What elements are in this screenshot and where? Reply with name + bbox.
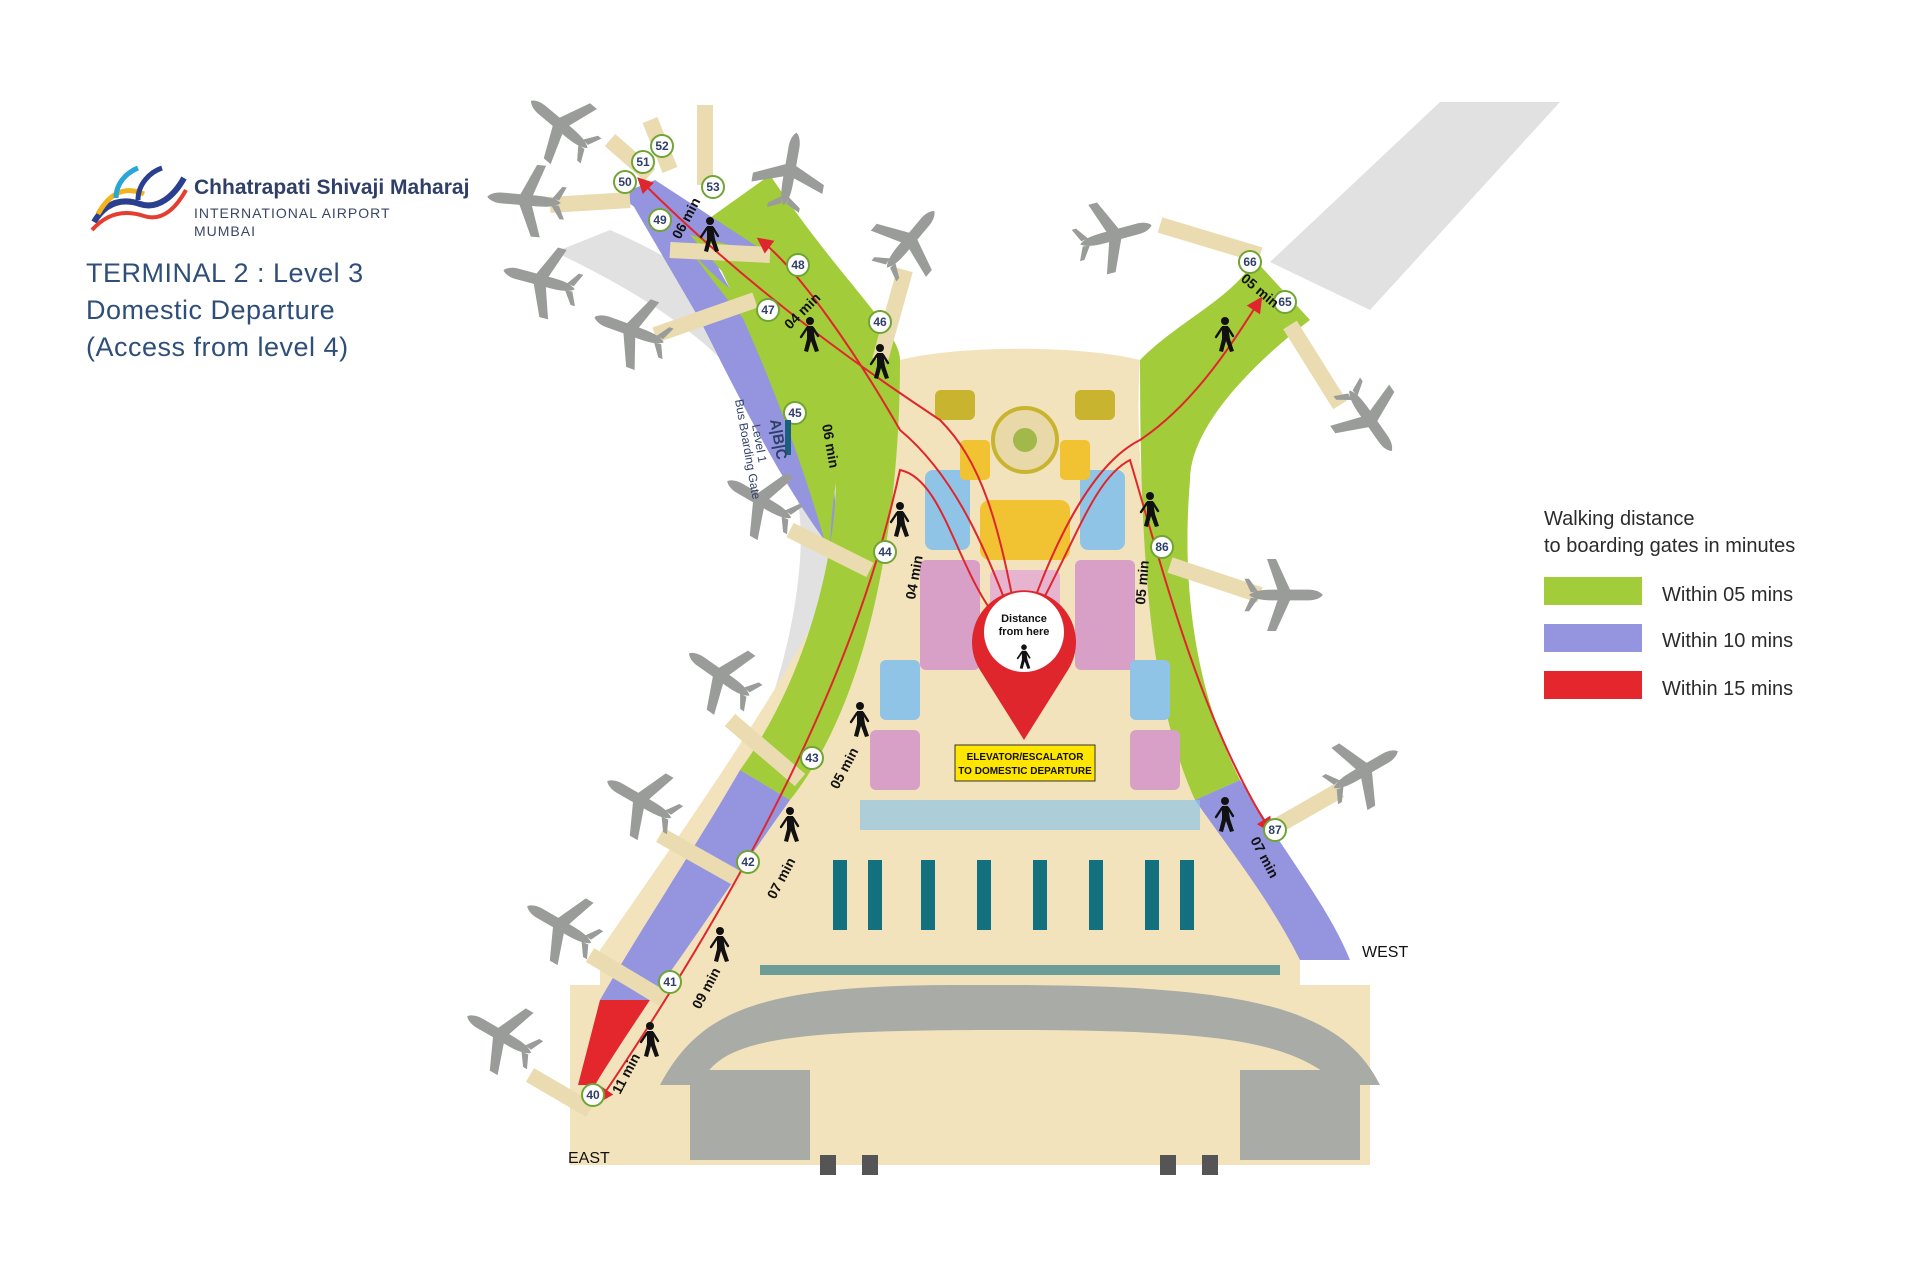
airport-logo-icon <box>90 165 188 232</box>
gate-53-label: 53 <box>706 180 720 194</box>
gate-50-label: 50 <box>618 175 632 189</box>
restroom-icons <box>820 1155 1218 1175</box>
east-arm-green <box>690 250 900 800</box>
gate-86-label: 86 <box>1155 540 1169 554</box>
you-are-here-pin[interactable]: Distance from here <box>972 590 1076 740</box>
gate-42-label: 42 <box>741 855 755 869</box>
gate-40-label: 40 <box>586 1088 600 1102</box>
gate-52[interactable]: 52 <box>650 134 674 158</box>
elevator-line2: TO DOMESTIC DEPARTURE <box>958 766 1092 777</box>
time-label: 05 min <box>1132 560 1152 606</box>
west-lower-purple <box>1195 780 1350 960</box>
gate-46-label: 46 <box>873 315 887 329</box>
pin-text-line1: Distance <box>1001 613 1047 625</box>
gate-41-label: 41 <box>663 975 677 989</box>
legend-title-line1: Walking distance <box>1544 508 1695 530</box>
pin-text-line2: from here <box>999 626 1050 638</box>
gate-45[interactable]: 45 <box>783 401 807 425</box>
gate-41[interactable]: 41 <box>658 970 682 994</box>
gate-66[interactable]: 66 <box>1238 250 1262 274</box>
time-label: 06 min <box>819 423 842 469</box>
forecourt <box>810 1090 1240 1160</box>
gate-66-label: 66 <box>1243 255 1257 269</box>
gate-42[interactable]: 42 <box>736 850 760 874</box>
gate-65-label: 65 <box>1278 295 1292 309</box>
gate-50[interactable]: 50 <box>613 170 637 194</box>
gate-87-label: 87 <box>1268 823 1282 837</box>
gate-86[interactable]: 86 <box>1150 535 1174 559</box>
gate-40[interactable]: 40 <box>581 1083 605 1107</box>
taxiway-strip <box>1270 102 1560 310</box>
brand-line2: INTERNATIONAL AIRPORT <box>194 205 391 221</box>
gate-43[interactable]: 43 <box>800 746 824 770</box>
east-lower-purple <box>600 770 790 1000</box>
legend-label-15: Within 15 mins <box>1662 678 1794 700</box>
bus-gate-level: Level 1 <box>749 423 770 464</box>
time-label: 04 min <box>902 554 925 600</box>
legend-label-10: Within 10 mins <box>1662 630 1794 652</box>
gate-87[interactable]: 87 <box>1263 818 1287 842</box>
gate-47[interactable]: 47 <box>756 298 780 322</box>
gate-52-label: 52 <box>655 139 669 153</box>
gate-48-label: 48 <box>791 258 805 272</box>
brand-name: Chhatrapati Shivaji Maharaj <box>194 176 470 199</box>
legend-swatch-red <box>1544 671 1642 699</box>
checkin-hall <box>760 800 1280 975</box>
legend-title-line2: to boarding gates in minutes <box>1544 535 1796 557</box>
bus-gate-code: A|B|C <box>766 418 790 461</box>
gate-46[interactable]: 46 <box>868 310 892 334</box>
gate-51-label: 51 <box>636 155 650 169</box>
airport-brand: Chhatrapati Shivaji Maharaj INTERNATIONA… <box>86 142 486 242</box>
title-line2: Domestic Departure <box>86 295 336 325</box>
gate-47-label: 47 <box>761 303 775 317</box>
title-line1: TERMINAL 2 : Level 3 <box>86 258 364 288</box>
gate-43-label: 43 <box>805 751 819 765</box>
gate-53[interactable]: 53 <box>701 175 725 199</box>
west-label: WEST <box>1362 944 1408 961</box>
gate-44[interactable]: 44 <box>873 540 897 564</box>
east-label: EAST <box>568 1150 610 1167</box>
gate-48[interactable]: 48 <box>786 253 810 277</box>
legend-swatch-green <box>1544 577 1642 605</box>
elevator-line1: ELEVATOR/ESCALATOR <box>967 752 1085 763</box>
gate-49[interactable]: 49 <box>648 208 672 232</box>
brand-line3: MUMBAI <box>194 223 256 239</box>
east-arm-purple <box>630 200 840 560</box>
east-red-tip <box>578 1000 650 1085</box>
gate-markers: 40 41 42 43 44 45 46 47 48 49 50 51 52 5… <box>581 134 1297 1107</box>
legend-label-05: Within 05 mins <box>1662 584 1794 606</box>
legend-swatch-purple <box>1544 624 1642 652</box>
gate-49-label: 49 <box>653 213 667 227</box>
road-right <box>1240 1070 1360 1160</box>
gate-45-label: 45 <box>788 406 802 420</box>
gate-44-label: 44 <box>878 545 892 559</box>
elevator-callout: ELEVATOR/ESCALATOR TO DOMESTIC DEPARTURE <box>954 744 1096 782</box>
title-line3: (Access from level 4) <box>86 332 349 362</box>
gate-65[interactable]: 65 <box>1273 290 1297 314</box>
road-left <box>690 1070 810 1160</box>
road-curve <box>660 985 1380 1085</box>
west-arm-green <box>1140 260 1310 800</box>
gate-51[interactable]: 51 <box>631 150 655 174</box>
